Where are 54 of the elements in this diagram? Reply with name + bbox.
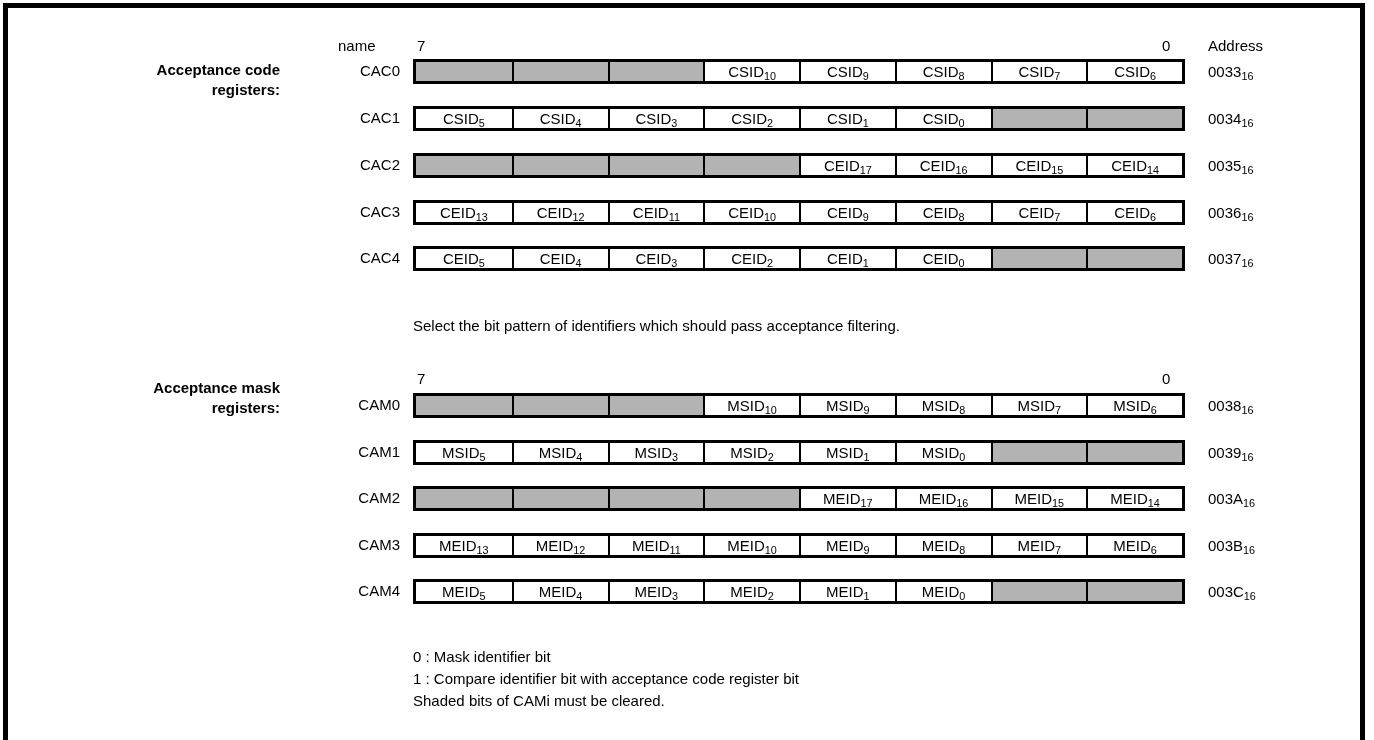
shaded-bit-cell — [416, 156, 512, 175]
label-text: 7 — [417, 369, 426, 389]
shaded-bit-cell — [1086, 249, 1182, 268]
label-text: 003C$_{16}$ — [1208, 582, 1256, 602]
shaded-bit-cell — [990, 582, 1087, 601]
label-text: Address — [1208, 36, 1264, 56]
label-text: 003B$_{16}$ — [1208, 536, 1256, 556]
label-text: CAM3 — [357, 535, 400, 555]
label-text: 0034$_{16}$ — [1208, 109, 1254, 129]
shaded-bit-cell — [990, 249, 1087, 268]
shaded-bit-cell — [416, 489, 512, 508]
shaded-bit-cell — [607, 489, 704, 508]
label-text: 0039$_{16}$ — [1208, 443, 1254, 463]
shaded-bit-cell — [607, 156, 704, 175]
shaded-bit-cell — [607, 62, 704, 81]
shaded-bit-cell — [703, 156, 799, 175]
label-text: 0033$_{16}$ — [1208, 62, 1254, 82]
label-text: 0 — [1162, 369, 1171, 389]
label-text: name — [338, 36, 376, 56]
label-text: CAC2 — [359, 155, 400, 175]
label-text: 0037$_{16}$ — [1208, 249, 1254, 269]
label-text: CAM4 — [357, 581, 400, 601]
label-text: 0 : Mask identifier bit — [413, 647, 551, 667]
shaded-bit-cell — [990, 443, 1087, 462]
shaded-bit-cell — [511, 62, 608, 81]
label-text: 0 — [1162, 36, 1171, 56]
label-text: CAM2 — [357, 488, 400, 508]
label-text: CAC4 — [359, 248, 400, 268]
shaded-bit-cell — [511, 156, 608, 175]
label-text: CAC3 — [359, 202, 400, 222]
shaded-bit-cell — [1086, 109, 1182, 128]
shaded-bit-cell — [1086, 443, 1182, 462]
shaded-bit-cell — [990, 109, 1087, 128]
shaded-bit-cell — [703, 489, 799, 508]
shaded-bit-cell — [511, 396, 608, 415]
label-text: 0038$_{16}$ — [1208, 396, 1254, 416]
label-text: 1 : Compare identifier bit with acceptance code register bit — [413, 669, 800, 689]
section-heading: Acceptance code registers: — [155, 60, 280, 99]
section-heading: Acceptance mask registers: — [152, 378, 280, 417]
label-text: Select the bit pattern of identifiers which should pass acceptance filtering. — [413, 316, 900, 336]
label-text: CAC0 — [359, 61, 400, 81]
label-text: 0035$_{16}$ — [1208, 156, 1254, 176]
shaded-bit-cell — [1086, 582, 1182, 601]
shaded-bit-cell — [416, 396, 512, 415]
label-text: CAC1 — [359, 108, 400, 128]
shaded-bit-cell — [416, 62, 512, 81]
label-text: CAM0 — [357, 395, 400, 415]
label-text: 003A$_{16}$ — [1208, 489, 1256, 509]
label-text: Shaded bits of CAMi must be cleared. — [413, 691, 665, 711]
shaded-bit-cell — [607, 396, 704, 415]
shaded-bit-cell — [511, 489, 608, 508]
label-text: CAM1 — [357, 442, 400, 462]
label-text: 0036$_{16}$ — [1208, 203, 1254, 223]
label-text: 7 — [417, 36, 426, 56]
